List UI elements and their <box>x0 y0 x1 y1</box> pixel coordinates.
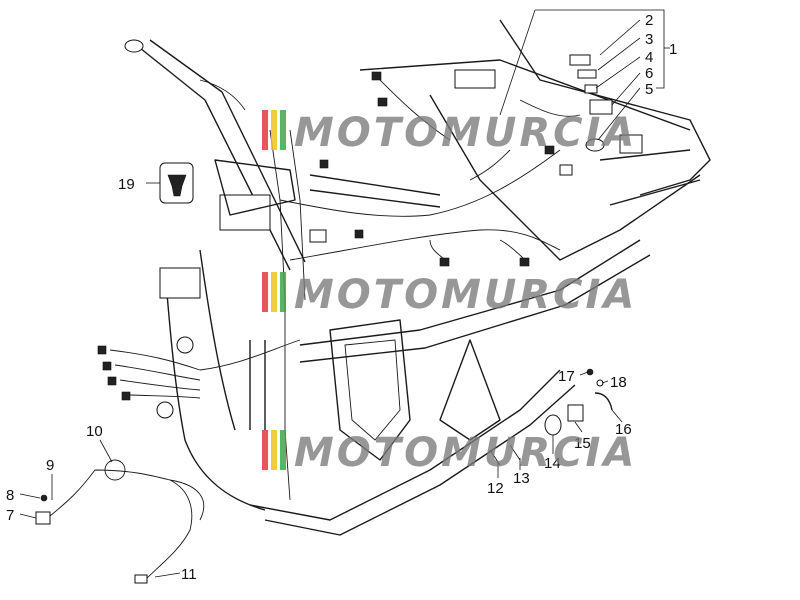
callout-14: 14 <box>544 455 561 472</box>
callout-7: 7 <box>6 507 14 524</box>
callout-6: 6 <box>645 65 653 82</box>
front-connector-block <box>159 267 201 299</box>
leader-lines <box>19 9 670 578</box>
watermark-stripe <box>262 430 268 470</box>
part-11-plug <box>134 574 148 584</box>
handlebar-end <box>124 39 144 53</box>
callout-8: 8 <box>6 487 14 504</box>
callout-11: 11 <box>181 566 197 583</box>
part-4-fuse <box>584 84 598 94</box>
callout-5: 5 <box>645 81 653 98</box>
part-11-cable <box>169 479 205 521</box>
part-6-relay <box>589 99 613 115</box>
part-16-hose <box>594 392 613 411</box>
watermark-bottom: MOTOMURCIA <box>262 430 637 476</box>
rear-bracket <box>619 134 643 154</box>
callout-13: 13 <box>513 470 530 487</box>
main-wiring-harness <box>97 71 581 501</box>
harness-connector <box>559 164 573 176</box>
watermark-stripe <box>271 110 277 150</box>
part-8-bolt <box>40 494 48 502</box>
part-5-grommet <box>585 138 605 152</box>
watermark-top: MOTOMURCIA <box>262 110 637 156</box>
watermark-stripe <box>262 272 268 312</box>
watermark-text-middle: MOTOMURCIA <box>294 272 637 318</box>
part-9-cable <box>44 469 193 581</box>
callout-10: 10 <box>86 423 103 440</box>
relay-box <box>309 229 327 243</box>
callout-1: 1 <box>669 41 677 58</box>
callout-16: 16 <box>615 421 632 438</box>
watermark-stripe <box>262 110 268 150</box>
scooter-frame <box>124 19 711 536</box>
part-13-wire <box>509 444 521 461</box>
callout-19: 19 <box>118 176 135 193</box>
part-2-fuse <box>569 54 591 66</box>
part-7-sensor <box>35 511 51 525</box>
seat-latch-bracket <box>454 69 496 89</box>
part-3-fuse <box>577 69 597 79</box>
callout-3: 3 <box>645 31 653 48</box>
watermark-stripe <box>271 272 277 312</box>
ignition-connector <box>176 336 194 354</box>
watermark-text-bottom: MOTOMURCIA <box>294 430 637 476</box>
callout-12: 12 <box>487 480 504 497</box>
watermark-stripe <box>271 430 277 470</box>
lower-connector <box>156 401 174 419</box>
callout-2: 2 <box>645 12 653 29</box>
callout-9: 9 <box>46 457 54 474</box>
callout-4: 4 <box>645 49 653 66</box>
watermark-text-top: MOTOMURCIA <box>294 110 637 156</box>
callout-labels: 1 2 3 4 5 6 7 8 9 10 11 12 13 14 15 16 1… <box>6 12 677 583</box>
loose-parts <box>35 54 613 584</box>
part-15-bracket <box>567 404 584 422</box>
callout-15: 15 <box>574 435 591 452</box>
front-mount-bracket <box>219 194 271 231</box>
watermark-stripe <box>280 430 286 470</box>
watermark-stripe <box>280 110 286 150</box>
part-10-loop <box>104 459 126 481</box>
watermark-middle: MOTOMURCIA <box>262 272 637 318</box>
watermark-stripe <box>280 272 286 312</box>
callout-17: 17 <box>558 368 575 385</box>
callout-18: 18 <box>610 374 627 391</box>
